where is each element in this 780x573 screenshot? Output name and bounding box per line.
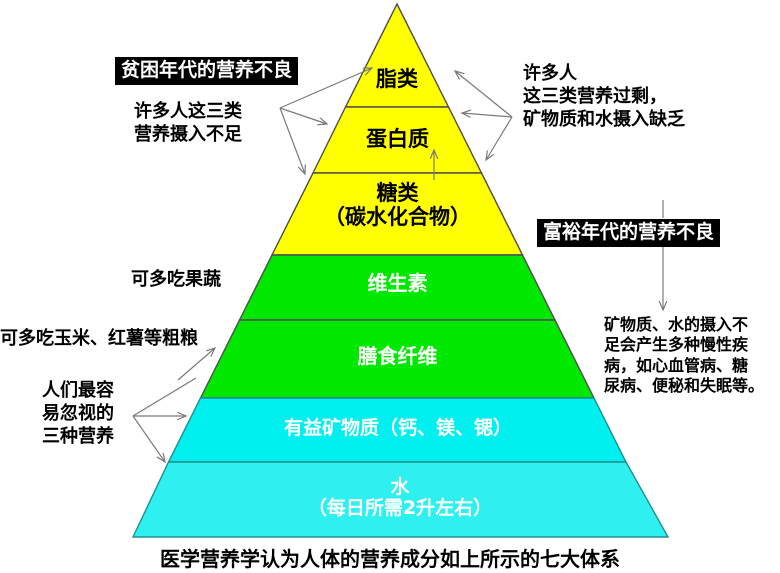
arrow-group-affluence	[455, 71, 513, 160]
arrow-coarse-grain	[177, 348, 215, 381]
arrow-group-poverty	[279, 68, 372, 174]
overlooked-nutrients-note: 人们最容 易忽视的 三种营养	[42, 379, 114, 448]
overlooked-line-1: 人们最容	[42, 380, 114, 401]
affluence-detail-line-4: 尿病、便秘和失眠等。	[604, 376, 765, 396]
overlooked-line-2: 易忽视的	[42, 403, 114, 425]
affluence-era-box-text: 富裕年代的营养不良	[543, 221, 715, 243]
affluence-note: 许多人 这三类营养过剩， 矿物质和水摄入缺乏	[523, 62, 685, 131]
pyramid-layer-carbohydrate	[270, 172, 524, 256]
eat-fruit-veg-note: 可多吃果蔬	[131, 268, 221, 291]
pyramid-layer-fat	[344, 2, 450, 108]
eat-coarse-grain-note: 可多吃玉米、红薯等粗粮	[0, 327, 198, 350]
affluence-detail-note: 矿物质、水的摄入不 足会产生多种慢性疾 病，如心血管病、糖 尿病、便秘和失眠等。	[604, 315, 780, 397]
diagram-caption-text: 医学营养学认为人体的营养成分如上所示的七大体系	[160, 547, 620, 571]
poverty-note-line-2: 营养摄入不足	[134, 124, 242, 146]
affluence-detail-line-2: 足会产生多种慢性疾	[604, 335, 749, 355]
poverty-note: 许多人这三类 营养摄入不足	[134, 100, 242, 146]
poverty-era-box-text: 贫困年代的营养不良	[121, 59, 293, 81]
arrow-group-overlooked	[132, 377, 197, 462]
affluence-note-line-3: 矿物质和水摄入缺乏	[523, 109, 685, 131]
eat-fruit-veg-text: 可多吃果蔬	[131, 269, 221, 290]
pyramid-layer-vitamin	[238, 254, 557, 321]
affluence-note-line-1: 许多人	[523, 63, 577, 84]
affluence-detail-line-3: 病，如心血管病、糖	[604, 355, 749, 375]
affluence-detail-line-1: 矿物质、水的摄入不	[604, 315, 749, 334]
poverty-note-line-1: 许多人这三类	[134, 101, 242, 122]
pyramid-layer-minerals	[167, 397, 628, 463]
pyramid-layer-protein	[311, 106, 483, 174]
affluence-era-box: 富裕年代的营养不良	[537, 219, 721, 247]
eat-coarse-grain-text: 可多吃玉米、红薯等粗粮	[0, 328, 198, 349]
affluence-note-line-2: 这三类营养过剩，	[523, 86, 667, 108]
pyramid-layer-water	[131, 461, 670, 538]
pyramid-layer-fiber	[199, 319, 596, 399]
poverty-era-box: 贫困年代的营养不良	[115, 57, 299, 85]
diagram-caption: 医学营养学认为人体的营养成分如上所示的七大体系	[0, 543, 780, 572]
overlooked-line-3: 三种营养	[42, 426, 114, 448]
